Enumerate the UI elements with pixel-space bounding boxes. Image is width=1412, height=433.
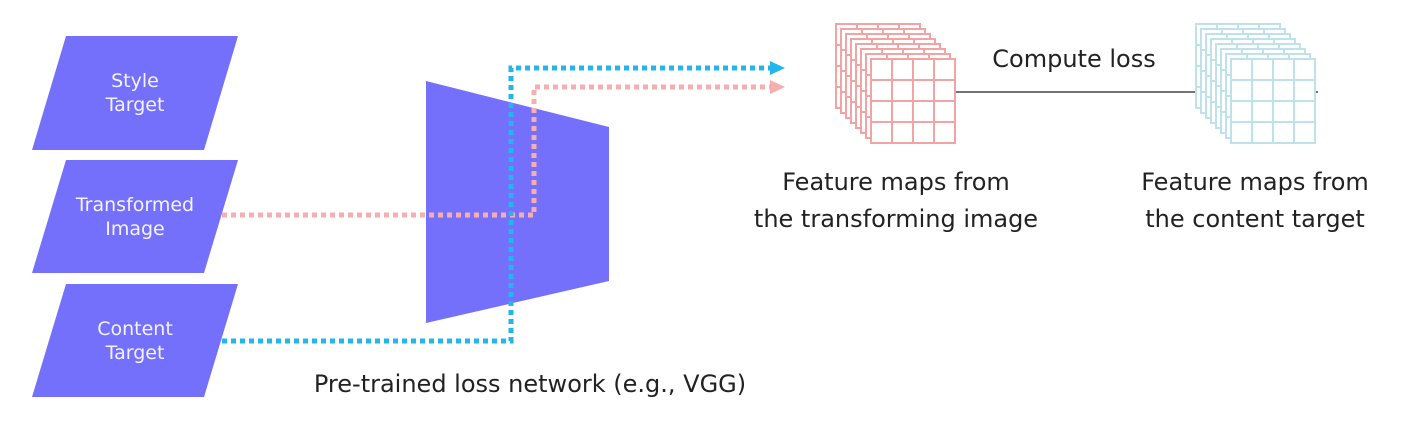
style-target-shape — [32, 36, 238, 150]
compute-loss-label: Compute loss — [992, 45, 1155, 73]
content-feature-caption-line1: Feature maps from — [1141, 168, 1369, 196]
content-target-label-line2: Target — [105, 342, 165, 364]
loss-network-label: Pre-trained loss network (e.g., VGG) — [314, 370, 746, 398]
transformed-image-shape — [32, 160, 238, 273]
style-target-label-line1: Style — [111, 70, 159, 92]
transforming-feature-caption-line2: the transforming image — [754, 205, 1038, 233]
style-target-label-line2: Target — [105, 94, 165, 116]
transforming-feature-maps — [835, 23, 956, 144]
transforming-feature-caption-line1: Feature maps from — [782, 168, 1010, 196]
content-target-label-line1: Content — [97, 318, 173, 340]
transformed-image-label-line1: Transformed — [75, 194, 194, 216]
content-path-arrowhead — [770, 61, 785, 75]
transformed-path-arrowhead — [770, 80, 785, 94]
content-target-shape — [32, 284, 238, 397]
loss-network-shape — [426, 81, 609, 323]
transformed-image-label-line2: Image — [105, 218, 165, 240]
content-feature-caption-line2: the content target — [1145, 205, 1365, 233]
transformed-image-path — [222, 84, 770, 218]
content-feature-maps — [1195, 23, 1316, 144]
content-target-path — [222, 65, 770, 344]
